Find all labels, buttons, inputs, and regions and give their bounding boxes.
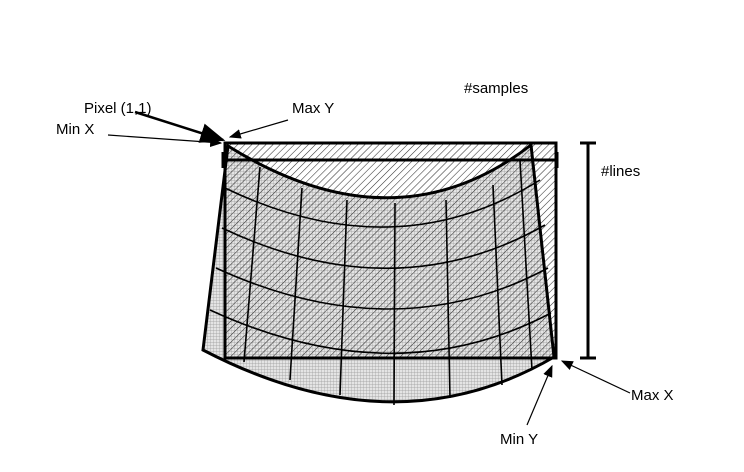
min-x-label: Min X [56,121,95,138]
min-y-arrow [526,364,553,426]
lines-label: #lines [601,163,641,180]
lines-dimension-bar [580,141,596,360]
max-x-arrow [560,360,631,394]
min-y-label: Min Y [500,431,539,448]
samples-label: #samples [464,80,529,97]
max-y-arrow [228,119,289,139]
max-y-label: Max Y [292,100,335,117]
max-x-label: Max X [631,387,674,404]
pixel-label: Pixel (1,1) [84,100,152,117]
output-rectangle [223,141,558,360]
samples-dimension-bar [221,152,559,168]
output-rectangle-fill [225,143,556,358]
pixel-arrow [134,110,226,143]
warp-grid-lines [209,159,552,406]
min-x-arrow [107,134,223,148]
